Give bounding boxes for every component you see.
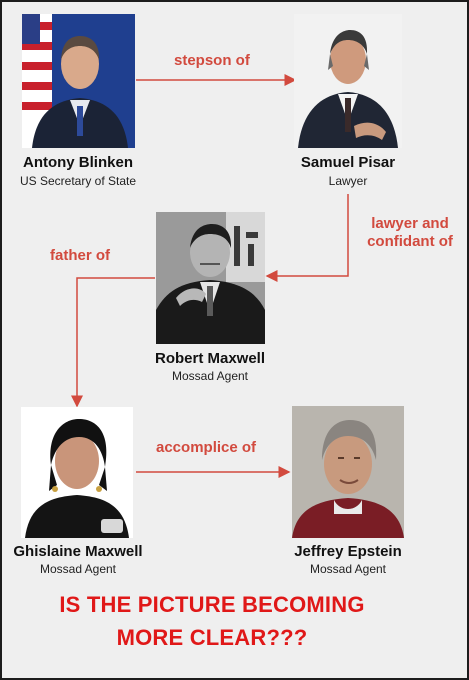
relation-accomplice-label: accomplice of	[156, 439, 257, 456]
jeffrey-epstein-photo	[292, 406, 404, 538]
robert-maxwell-name: Robert Maxwell	[154, 350, 266, 367]
headline-line-1: IS THE PICTURE BECOMING	[59, 592, 365, 617]
antony-blinken-photo	[22, 14, 135, 148]
headline-line-2: MORE CLEAR???	[116, 625, 308, 650]
jeffrey-epstein-name: Jeffrey Epstein	[294, 543, 402, 560]
ghislaine-maxwell-photo	[21, 407, 133, 538]
robert-maxwell-photo	[156, 212, 265, 344]
jeffrey-epstein-role: Mossad Agent	[309, 562, 387, 576]
samuel-pisar-name: Samuel Pisar	[300, 154, 396, 171]
connector-lawyer	[265, 194, 349, 282]
antony-blinken-name: Antony Blinken	[22, 154, 133, 171]
ghislaine-maxwell-name: Ghislaine Maxwell	[13, 543, 143, 560]
relation-father-label: father of	[50, 247, 110, 264]
connector-father	[71, 277, 155, 408]
robert-maxwell-role: Mossad Agent	[171, 369, 249, 383]
antony-blinken-role: US Secretary of State	[19, 174, 137, 188]
samuel-pisar-role: Lawyer	[328, 174, 368, 188]
ghislaine-maxwell-role: Mossad Agent	[39, 562, 117, 576]
relation-lawyer-label: lawyer and confidant of	[367, 215, 453, 250]
samuel-pisar-photo	[294, 14, 402, 148]
relation-stepson-label: stepson of	[174, 52, 250, 69]
